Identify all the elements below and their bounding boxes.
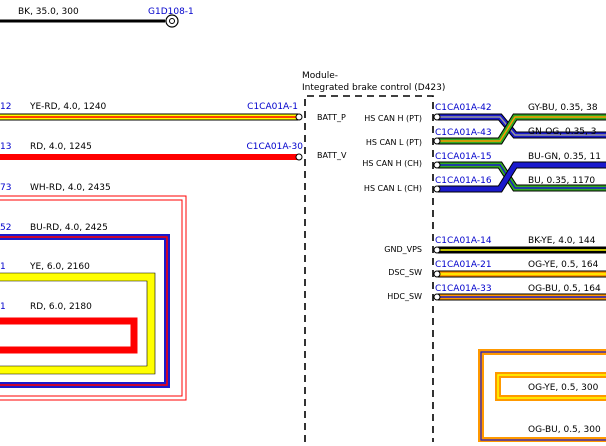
- wire-label-top: BK, 35.0, 300: [18, 7, 79, 17]
- terminal-hdc-sw: [433, 293, 441, 301]
- terminal-can-2: [433, 137, 441, 145]
- connector-c1ca01a-33[interactable]: C1CA01A-33: [435, 284, 492, 294]
- connector-c1ca01a-14[interactable]: C1CA01A-14: [435, 236, 492, 246]
- pin-hs-can-l-pt: HS CAN L (PT): [366, 138, 422, 147]
- wire-spec-rd: RD, 4.0, 1245: [30, 142, 92, 152]
- wire-spec-og-ye-300: OG-YE, 0.5, 300: [528, 383, 599, 393]
- wire-spec-bu: BU, 0.35, 1170: [528, 176, 595, 186]
- wire-spec-ye-rd: YE-RD, 4.0, 1240: [29, 102, 107, 112]
- wire-spec-wh-rd: WH-RD, 4.0, 2435: [30, 183, 111, 193]
- module-title-line2: Integrated brake control (D423): [302, 83, 445, 93]
- loop-rd[interactable]: [0, 317, 138, 354]
- loop-ye-edge-out: [0, 272, 156, 375]
- wire-spec-og-bu-300: OG-BU, 0.5, 300: [528, 425, 601, 435]
- pin-batt-v: BATT_V: [317, 151, 347, 160]
- module-outline: [304, 95, 434, 442]
- terminal-can-4: [433, 185, 441, 193]
- terminal-can-3: [433, 161, 441, 169]
- loop-ye-edge-in: [0, 280, 148, 367]
- wire-spec-bk-ye: BK-YE, 4.0, 144: [528, 236, 596, 246]
- wire-num-12: 12: [0, 102, 11, 112]
- pin-hdc-sw: HDC_SW: [387, 292, 422, 301]
- terminal-dsc-sw: [433, 270, 441, 278]
- wire-spec-gn-og: GN-OG, 0.35, 3: [528, 127, 596, 137]
- wire-spec-bu-gn: BU-GN, 0.35, 11: [528, 152, 601, 162]
- ground-terminal-inner: [169, 18, 175, 24]
- pin-hs-can-l-ch: HS CAN L (CH): [364, 184, 422, 193]
- loop-og-bu-stripe: [480, 351, 606, 441]
- terminal-batt-v: [295, 153, 303, 161]
- terminal-can-1: [433, 113, 441, 121]
- wire-num-1a: 1: [0, 262, 6, 272]
- pin-batt-p: BATT_P: [317, 113, 346, 122]
- wire-num-1b: 1: [0, 302, 6, 312]
- pin-hs-can-h-ch: HS CAN H (CH): [362, 159, 422, 168]
- wire-num-73: 73: [0, 183, 11, 193]
- module-title-line1: Module-: [302, 71, 338, 81]
- wire-spec-og-ye: OG-YE, 0.5, 164: [528, 260, 599, 270]
- wire-spec-og-bu: OG-BU, 0.5, 164: [528, 284, 601, 294]
- connector-c1ca01a-16[interactable]: C1CA01A-16: [435, 176, 492, 186]
- loop-ye[interactable]: [0, 273, 155, 374]
- wire-spec-gy-bu: GY-BU, 0.35, 38: [528, 103, 598, 113]
- ground-ref[interactable]: G1D108-1: [148, 7, 194, 17]
- connector-c1ca01a-30[interactable]: C1CA01A-30: [246, 142, 303, 152]
- pin-gnd-vps: GND_VPS: [384, 245, 422, 254]
- connector-c1ca01a-21[interactable]: C1CA01A-21: [435, 260, 492, 270]
- loop-wh-rd-inner: [0, 199, 183, 397]
- wire-gn-og-stripe: [438, 116, 606, 142]
- wire-bu[interactable]: [438, 162, 606, 192]
- connector-c1ca01a-42[interactable]: C1CA01A-42: [435, 103, 492, 113]
- wire-spec-ye: YE, 6.0, 2160: [29, 262, 90, 272]
- loop-wh-rd-mid[interactable]: [0, 197, 185, 399]
- connector-c1ca01a-15[interactable]: C1CA01A-15: [435, 152, 492, 162]
- loop-wh-rd-outer: [0, 195, 187, 401]
- pin-dsc-sw: DSC_SW: [388, 268, 422, 277]
- wire-num-13: 13: [0, 142, 11, 152]
- connector-c1ca01a-43[interactable]: C1CA01A-43: [435, 128, 492, 138]
- wire-spec-rd-6: RD, 6.0, 2180: [30, 302, 92, 312]
- pin-hs-can-h-pt: HS CAN H (PT): [364, 114, 422, 123]
- terminal-batt-p: [295, 113, 303, 121]
- loop-bu-rd-stripe: [0, 236, 168, 386]
- terminal-gnd-vps: [433, 246, 441, 254]
- connector-c1ca01a-1[interactable]: C1CA01A-1: [247, 102, 298, 112]
- loop-og-ye-stripe: [497, 374, 606, 399]
- wire-num-52: 52: [0, 223, 11, 233]
- wire-spec-bu-rd: BU-RD, 4.0, 2425: [30, 223, 108, 233]
